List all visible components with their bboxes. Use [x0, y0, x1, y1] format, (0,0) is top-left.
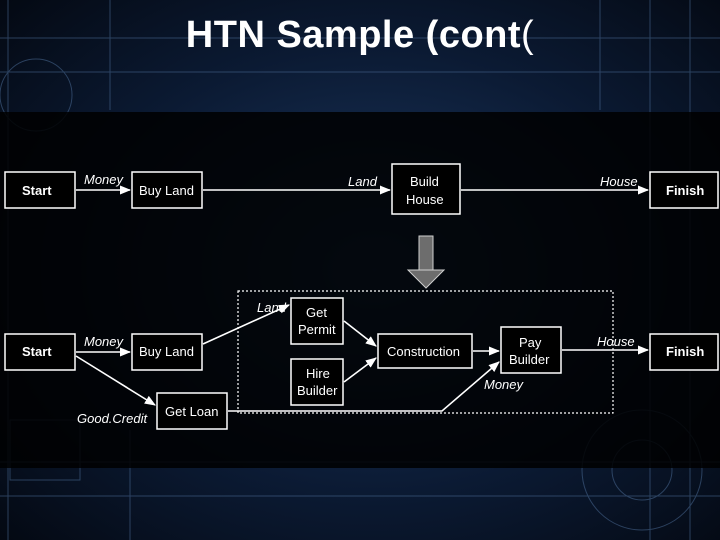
- construction-label: Construction: [387, 344, 460, 359]
- get-permit-label-1: Get: [306, 305, 327, 320]
- top-build-house-label-2: House: [406, 192, 444, 207]
- top-buy-land-label: Buy Land: [139, 183, 194, 198]
- bottom-start-label: Start: [22, 344, 52, 359]
- bottom-label-house: House: [597, 334, 635, 349]
- bottom-arrow-getloan-pay: [228, 361, 500, 412]
- pay-builder-node: Pay Builder: [500, 326, 562, 374]
- get-permit-node: Get Permit: [290, 297, 344, 345]
- slide-title: HTN Sample (cont(: [0, 14, 720, 57]
- get-permit-label-2: Permit: [298, 322, 336, 337]
- construction-node: Construction: [377, 333, 473, 369]
- expansion-dotted-box: [237, 290, 614, 414]
- hire-builder-label-1: Hire: [306, 366, 330, 381]
- top-finish-node: Finish: [649, 171, 719, 209]
- bottom-buy-land-node: Buy Land: [131, 333, 203, 371]
- bottom-buy-land-label: Buy Land: [139, 344, 194, 359]
- slide-title-text: HTN Sample (cont: [185, 14, 522, 56]
- hire-builder-node: Hire Builder: [290, 358, 344, 406]
- top-build-house-node: Build House: [391, 163, 461, 215]
- bottom-arrow-permit-construction: [343, 320, 377, 347]
- get-loan-label: Get Loan: [165, 404, 219, 419]
- top-label-land: Land: [348, 174, 378, 189]
- top-start-node: Start: [4, 171, 76, 209]
- top-buy-land-node: Buy Land: [131, 171, 203, 209]
- bottom-arrow-buyland-permit: [202, 304, 291, 345]
- top-label-money: Money: [84, 172, 125, 187]
- top-start-label: Start: [22, 183, 52, 198]
- bottom-start-node: Start: [4, 333, 76, 371]
- bottom-label-money: Money: [84, 334, 125, 349]
- top-finish-label: Finish: [666, 183, 704, 198]
- bottom-finish-node: Finish: [649, 333, 719, 371]
- hire-builder-label-2: Builder: [297, 383, 338, 398]
- decomposition-down-arrow-icon: [406, 235, 446, 289]
- bottom-label-land: Land: [257, 300, 287, 315]
- bottom-finish-label: Finish: [666, 344, 704, 359]
- bottom-arrow-hire-construction: [343, 357, 377, 383]
- slide-title-paren: (: [521, 14, 535, 56]
- bottom-label-goodcredit: Good.Credit: [77, 411, 148, 426]
- get-loan-node: Get Loan: [156, 392, 228, 430]
- pay-builder-label-1: Pay: [519, 335, 542, 350]
- bottom-label-money-2: Money: [484, 377, 525, 392]
- top-label-house: House: [600, 174, 638, 189]
- bottom-arrow-start-getloan: [75, 355, 156, 406]
- top-build-house-label-1: Build: [410, 174, 439, 189]
- pay-builder-label-2: Builder: [509, 352, 550, 367]
